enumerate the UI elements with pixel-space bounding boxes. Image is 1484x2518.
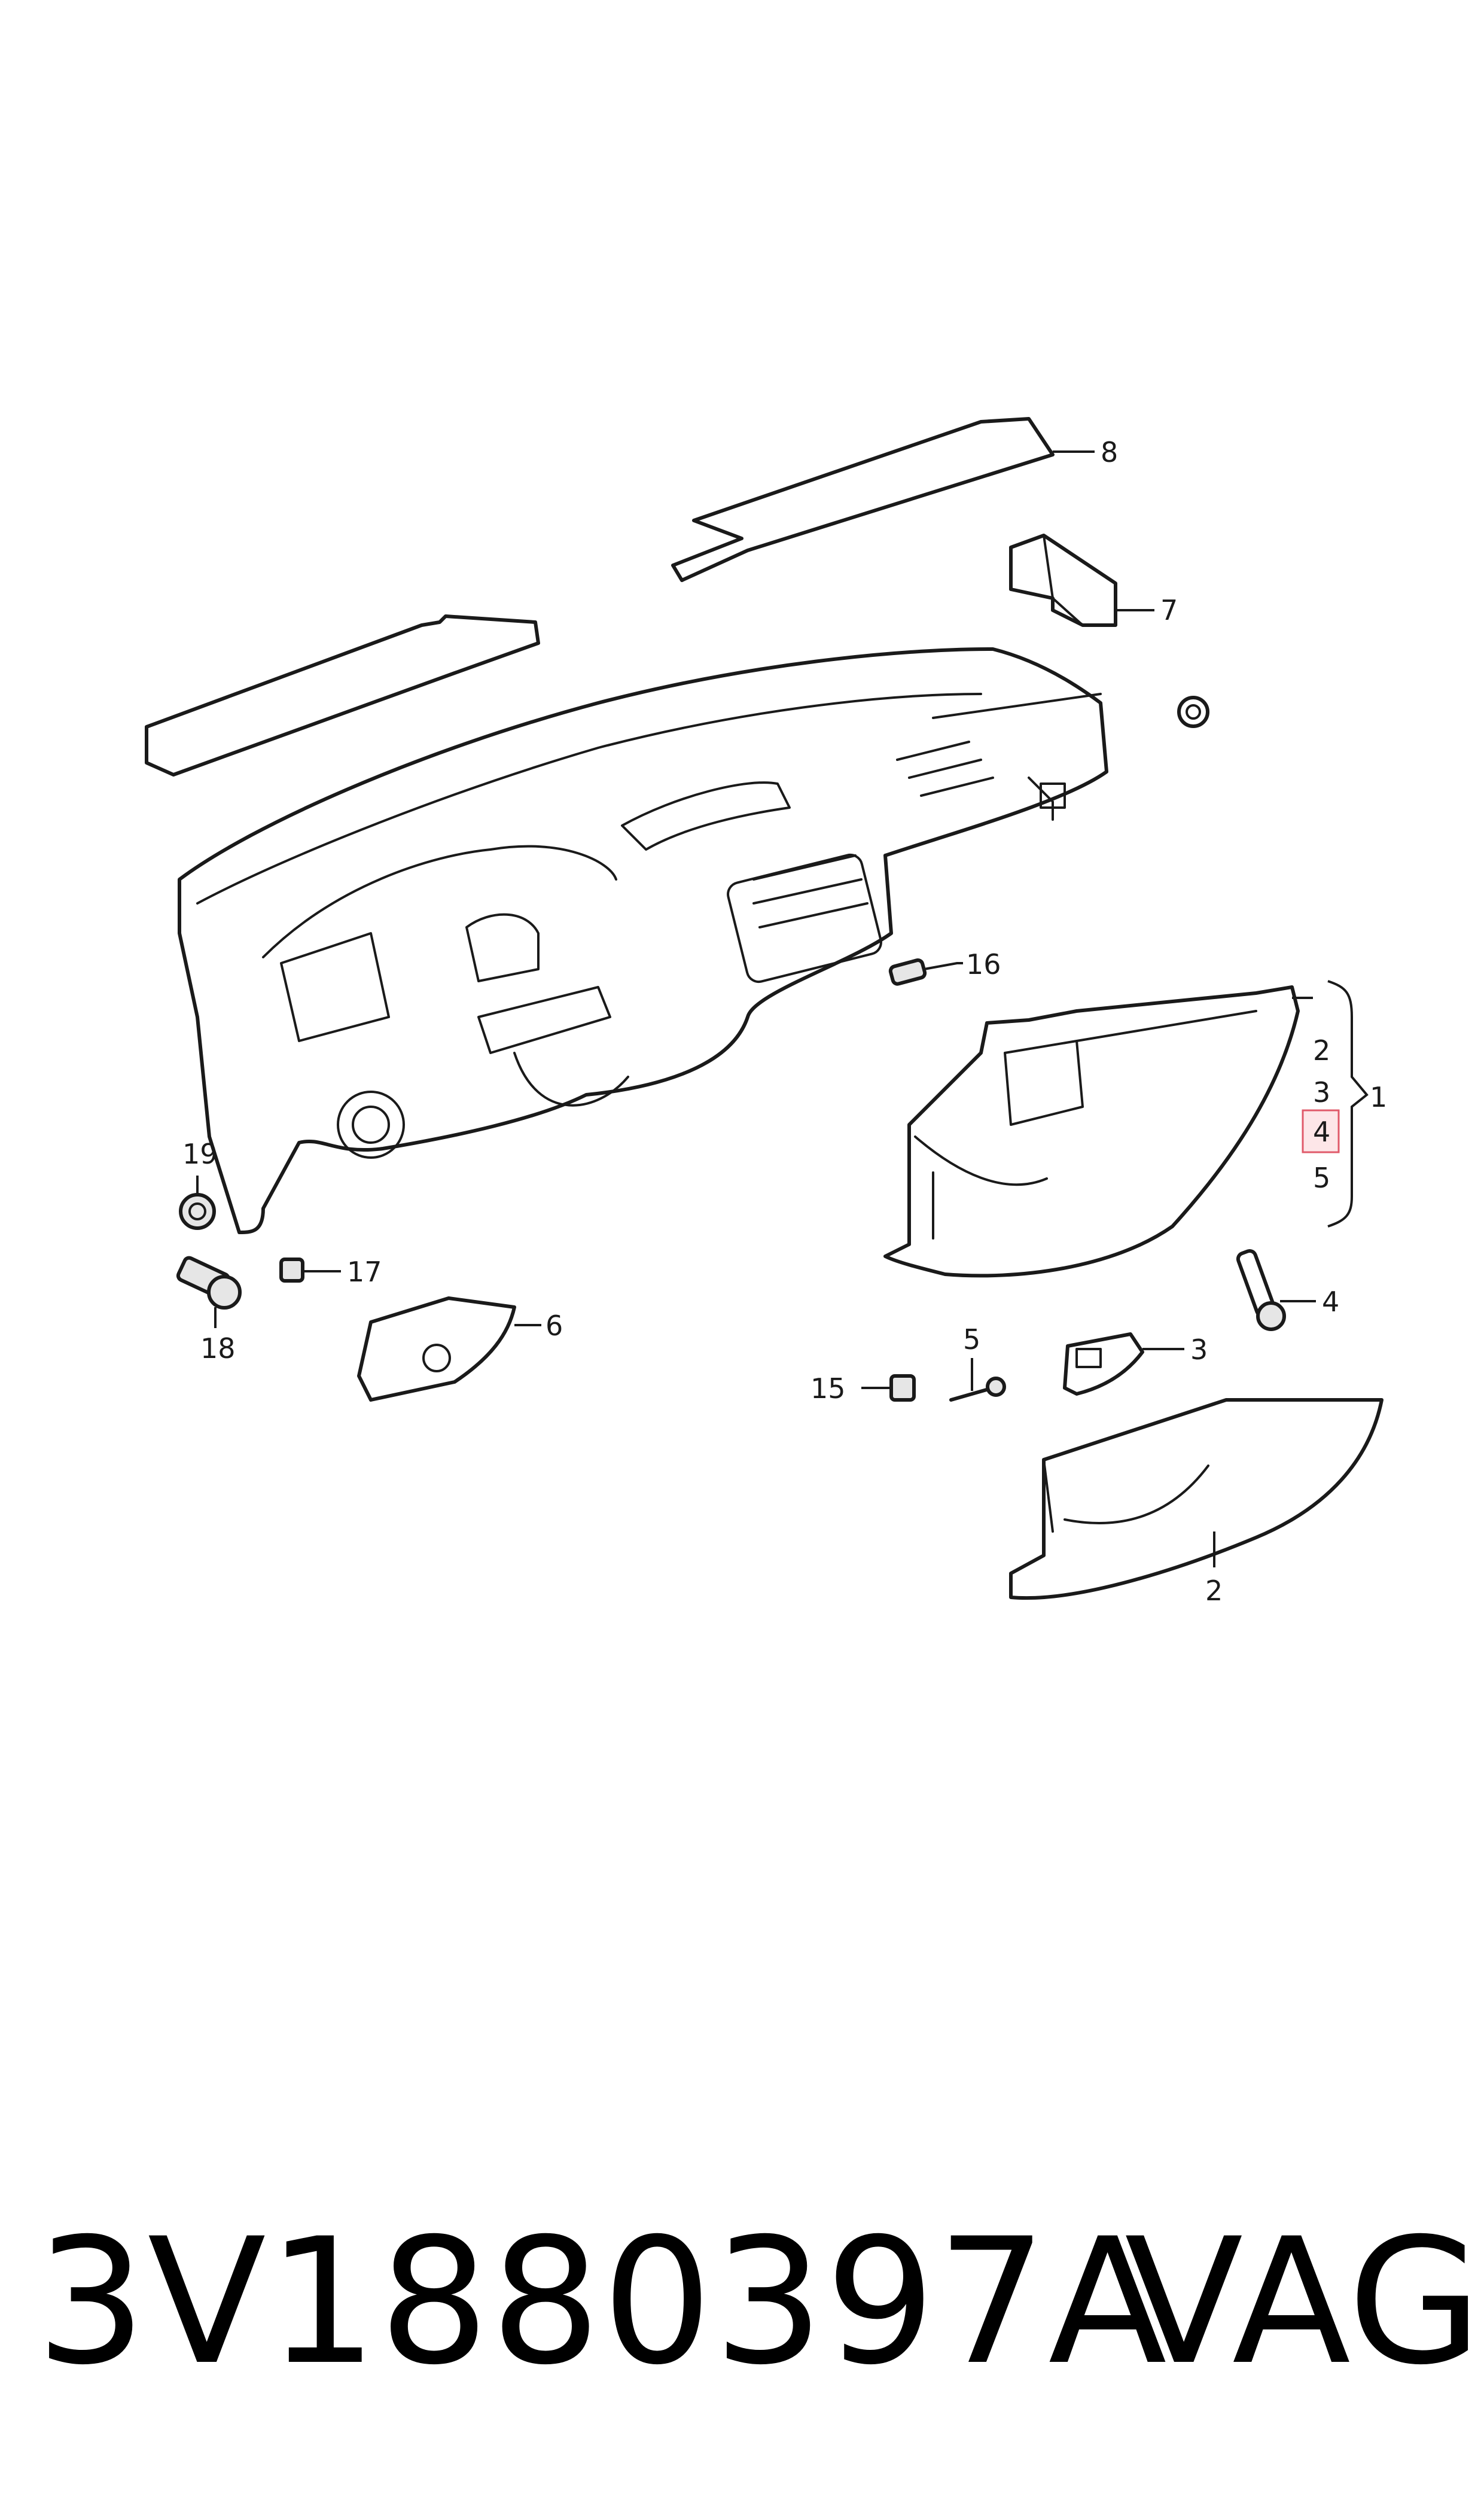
callout-1: 1 [1370, 1081, 1387, 1113]
callout-19: 19 [182, 1138, 218, 1170]
callout-15: 15 [810, 1372, 846, 1405]
callout-5a: 5 [1313, 1162, 1330, 1194]
callout-6: 6 [546, 1310, 563, 1342]
callout-5b: 5 [963, 1323, 980, 1356]
highlight-box-4 [1302, 1109, 1340, 1153]
part-6-bracket [357, 1296, 516, 1402]
part-3-latch [1063, 1332, 1144, 1396]
callout-2b: 2 [1205, 1575, 1223, 1607]
part-16-screw [888, 958, 958, 986]
brand-label: VAG [1125, 2202, 1482, 2403]
callout-3b: 3 [1190, 1333, 1208, 1366]
assembly-bracket [1327, 980, 1369, 1228]
part-7-foam-block [1009, 534, 1117, 627]
part-19-nut [179, 1193, 216, 1230]
part-17-screw [279, 1258, 324, 1283]
callout-2a: 2 [1313, 1034, 1330, 1067]
part-number-label: 3V1880397A [36, 2202, 1168, 2403]
part-8-insulation-pad [671, 417, 1055, 582]
part-4-damper [1236, 1249, 1286, 1331]
part-1-glove-box-assembly [883, 985, 1300, 1278]
callout-3a: 3 [1313, 1076, 1330, 1109]
callout-4a: 4 [1313, 1116, 1330, 1148]
callout-8: 8 [1101, 436, 1118, 468]
part-5-pin [949, 1377, 1006, 1402]
part-18-bolt [176, 1256, 242, 1310]
callout-4b: 4 [1322, 1286, 1339, 1318]
callout-18: 18 [200, 1332, 236, 1365]
callout-7: 7 [1160, 594, 1178, 626]
part-15-screw [872, 1374, 916, 1402]
callout-17: 17 [347, 1256, 382, 1288]
part-2-glove-box-lid [1009, 1398, 1384, 1600]
left-insulation-pad [145, 614, 540, 777]
leader-lines [196, 450, 1316, 1567]
callout-16: 16 [966, 948, 1001, 981]
dashboard-panel [178, 647, 1108, 1234]
nut-top-right [1177, 696, 1209, 728]
